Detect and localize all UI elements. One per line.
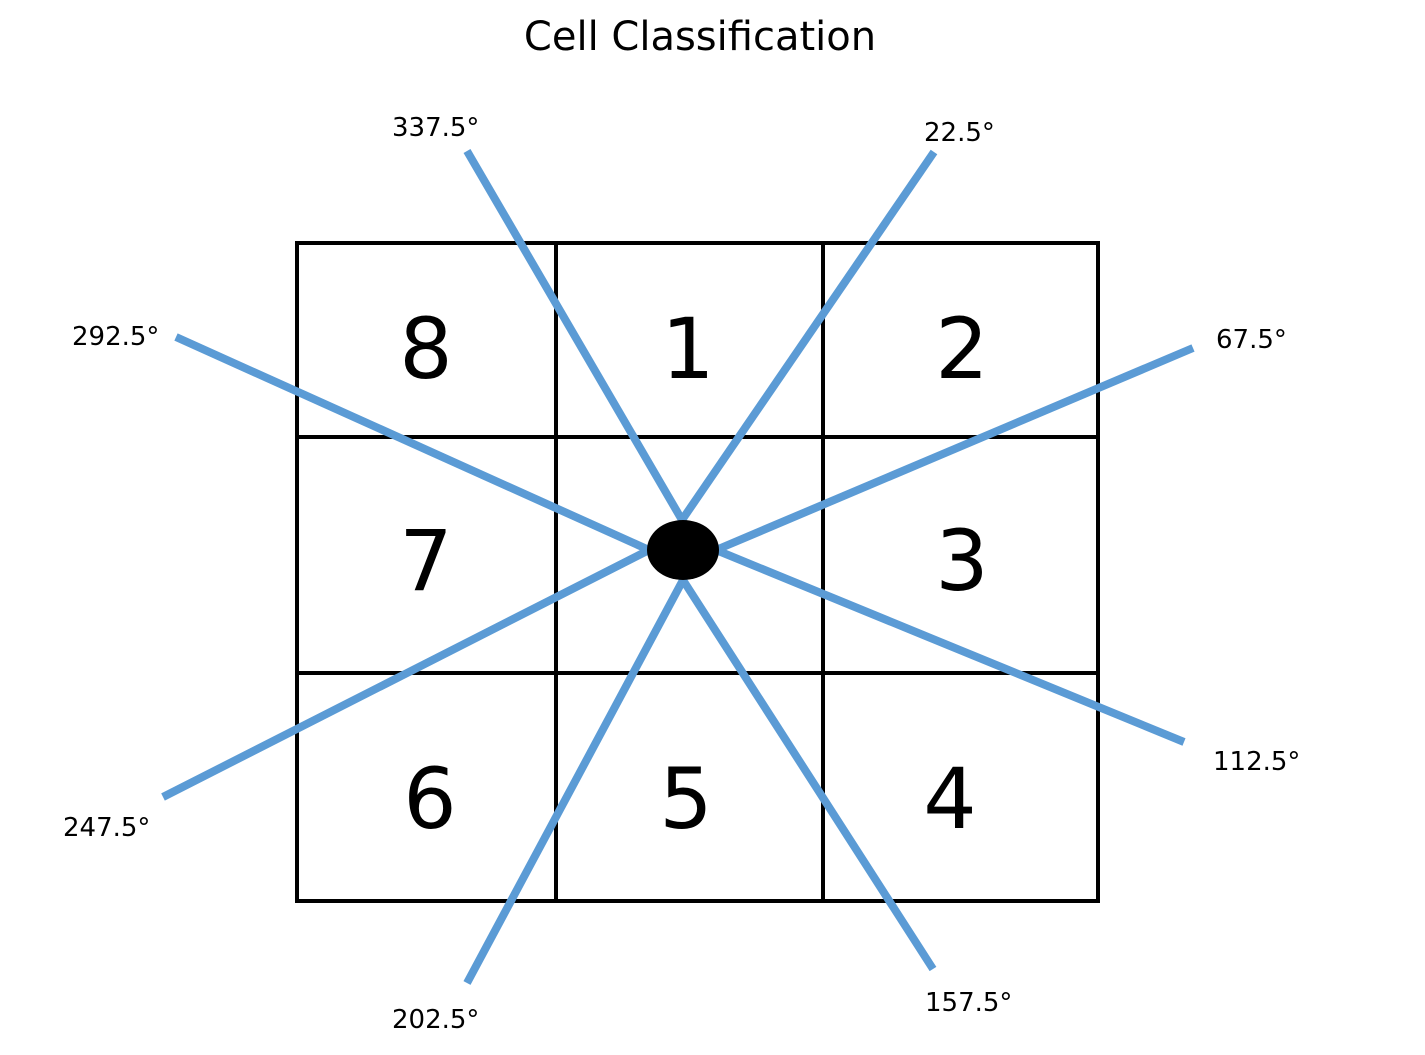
cell-middle-right: 3	[935, 512, 988, 610]
angle-label-67: 67.5°	[1216, 325, 1287, 355]
ray-22	[678, 149, 938, 523]
angle-rays	[161, 148, 1195, 985]
ray-202	[463, 578, 687, 985]
angle-labels: 337.5° 22.5° 292.5° 67.5° 112.5° 247.5° …	[63, 113, 1300, 1035]
cell-middle-left: 7	[399, 512, 452, 610]
angle-label-202: 202.5°	[392, 1005, 479, 1035]
cell-top-right: 2	[935, 300, 988, 398]
grid-outer-border	[295, 241, 1100, 903]
ray-67	[714, 344, 1195, 554]
ray-247	[161, 546, 651, 801]
ray-337	[463, 148, 686, 523]
ray-157	[679, 577, 937, 972]
angle-label-22: 22.5°	[924, 118, 995, 148]
angle-label-112: 112.5°	[1213, 747, 1300, 777]
cell-numbers: 8 1 2 7 3 6 5 4	[399, 300, 988, 848]
cell-bottom-center: 5	[659, 750, 712, 848]
ray-292	[174, 333, 651, 554]
cell-bottom-right: 4	[923, 750, 976, 848]
cell-bottom-left: 6	[403, 750, 456, 848]
center-point	[647, 520, 719, 580]
angle-label-292: 292.5°	[72, 322, 159, 352]
angle-label-157: 157.5°	[925, 988, 1012, 1018]
cell-top-left: 8	[399, 300, 452, 398]
ray-112	[714, 546, 1186, 746]
angle-label-337: 337.5°	[392, 113, 479, 143]
cell-top-center: 1	[661, 300, 714, 398]
diagram-title: Cell Classification	[523, 14, 877, 60]
angle-label-247: 247.5°	[63, 813, 150, 843]
